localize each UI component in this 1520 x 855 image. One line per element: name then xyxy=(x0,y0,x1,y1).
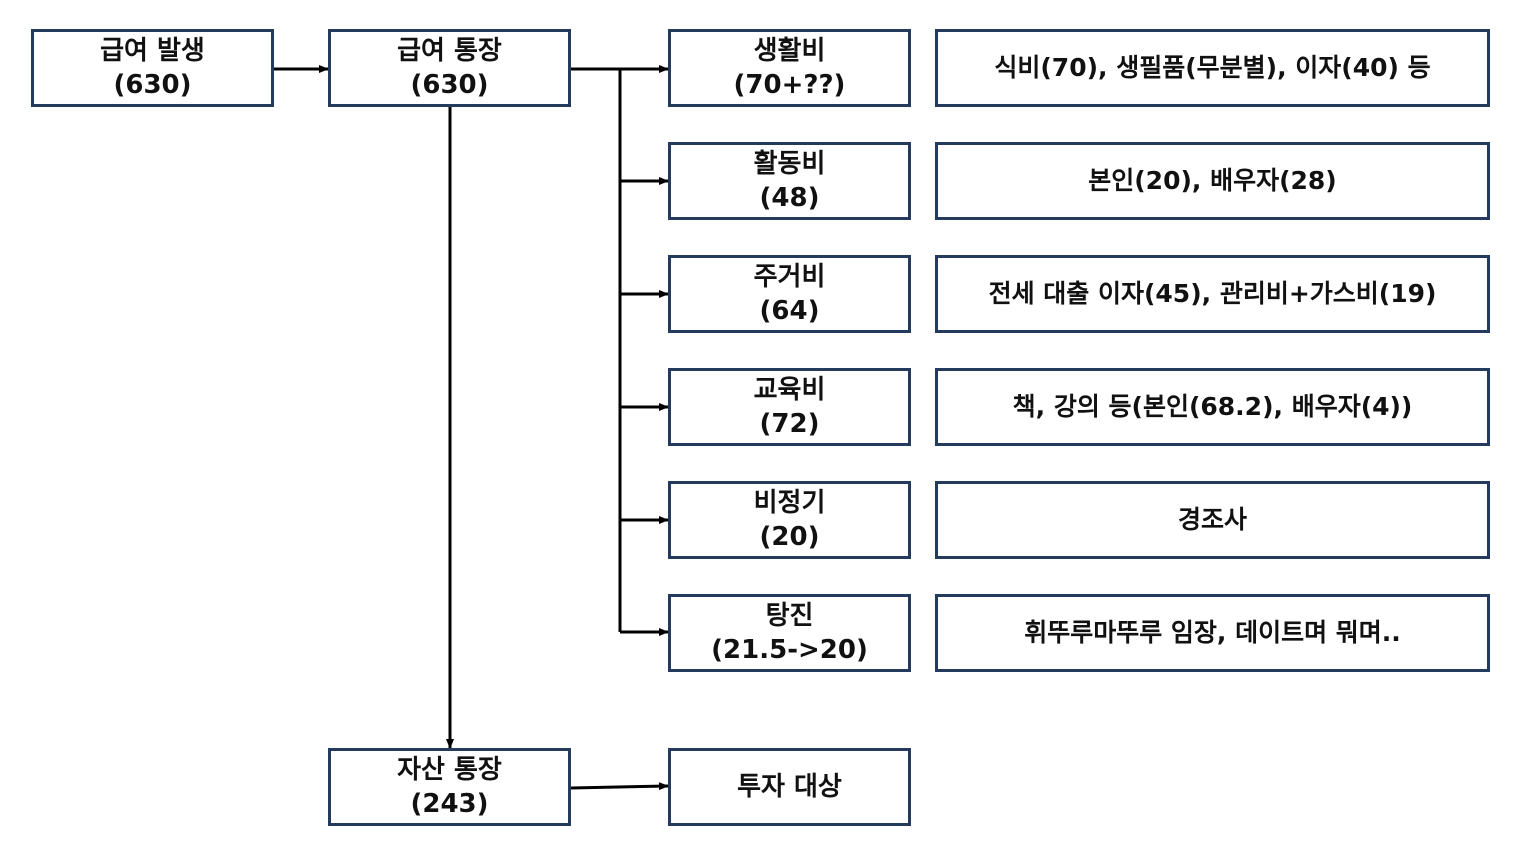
arrow-asset-to-investment xyxy=(570,782,669,791)
salary-account-amount: (630) xyxy=(410,70,489,100)
category-detail: 책, 강의 등(본인(68.2), 배우자(4)) xyxy=(1012,392,1413,421)
category-node-housing: 주거비 (64) xyxy=(668,255,911,333)
category-amount: (21.5->20) xyxy=(711,635,868,665)
asset-account-amount: (243) xyxy=(410,789,489,819)
detail-node-housing: 전세 대출 이자(45), 관리비+가스비(19) xyxy=(935,255,1490,333)
asset-account-title: 자산 통장 xyxy=(397,755,502,785)
category-amount: (70+??) xyxy=(733,70,846,100)
category-detail: 휘뚜루마뚜루 임장, 데이트며 뭐며.. xyxy=(1024,618,1401,647)
category-detail: 전세 대출 이자(45), 관리비+가스비(19) xyxy=(988,279,1437,308)
category-title: 생활비 xyxy=(753,36,826,66)
salary-source-title: 급여 발생 xyxy=(100,36,205,66)
detail-node-activity: 본인(20), 배우자(28) xyxy=(935,142,1490,220)
category-amount: (64) xyxy=(759,296,820,326)
category-amount: (20) xyxy=(759,522,820,552)
category-amount: (48) xyxy=(759,183,820,213)
detail-node-splurge: 휘뚜루마뚜루 임장, 데이트며 뭐며.. xyxy=(935,594,1490,672)
category-detail: 경조사 xyxy=(1177,505,1247,534)
category-node-activity: 활동비 (48) xyxy=(668,142,911,220)
category-title: 비정기 xyxy=(753,488,826,518)
category-detail: 식비(70), 생필품(무분별), 이자(40) 등 xyxy=(994,53,1431,82)
category-node-living: 생활비 (70+??) xyxy=(668,29,911,107)
detail-node-irregular: 경조사 xyxy=(935,481,1490,559)
investment-title: 투자 대상 xyxy=(737,772,842,802)
category-title: 활동비 xyxy=(753,149,826,179)
category-detail: 본인(20), 배우자(28) xyxy=(1088,166,1337,195)
salary-account-node: 급여 통장 (630) xyxy=(328,29,571,107)
salary-source-amount: (630) xyxy=(113,70,192,100)
detail-node-living: 식비(70), 생필품(무분별), 이자(40) 등 xyxy=(935,29,1490,107)
category-amount: (72) xyxy=(759,409,820,439)
category-title: 주거비 xyxy=(753,262,826,292)
category-title: 탕진 xyxy=(765,601,814,631)
salary-account-title: 급여 통장 xyxy=(397,36,502,66)
category-node-irregular: 비정기 (20) xyxy=(668,481,911,559)
category-node-education: 교육비 (72) xyxy=(668,368,911,446)
investment-node: 투자 대상 xyxy=(668,748,911,826)
salary-source-node: 급여 발생 (630) xyxy=(31,29,274,107)
category-title: 교육비 xyxy=(753,375,826,405)
category-node-splurge: 탕진 (21.5->20) xyxy=(668,594,911,672)
detail-node-education: 책, 강의 등(본인(68.2), 배우자(4)) xyxy=(935,368,1490,446)
asset-account-node: 자산 통장 (243) xyxy=(328,748,571,826)
